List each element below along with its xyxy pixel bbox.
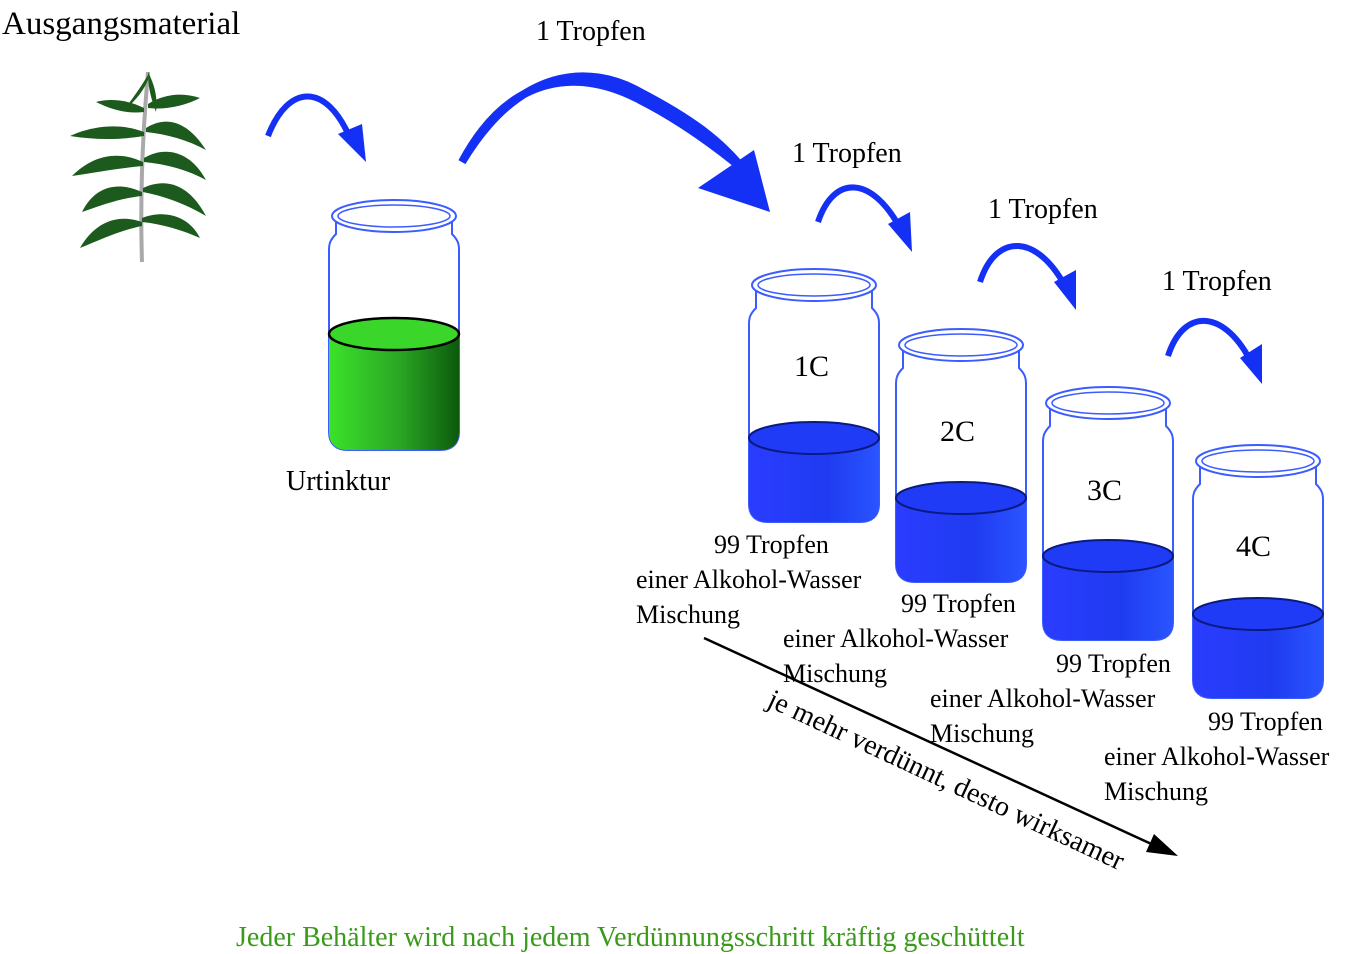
arrow-to-2c	[815, 184, 912, 252]
diagram-title: Ausgangsmaterial	[2, 6, 241, 42]
drop-label-1: 1 Tropfen	[536, 16, 646, 47]
arrow-to-1c	[458, 72, 770, 212]
arrow-to-urtinktur	[265, 93, 366, 162]
note-line: einer Alkohol-Wasser	[636, 565, 862, 594]
note-line: 99 Tropfen	[901, 589, 1016, 618]
dilution-note-1c: 99 Tropfen einer Alkohol-Wasser Mischung	[636, 527, 861, 632]
note-line: Mischung	[930, 719, 1034, 748]
jar-1c	[748, 268, 880, 523]
note-line: einer Alkohol-Wasser	[783, 624, 1009, 653]
note-line: einer Alkohol-Wasser	[1104, 742, 1330, 771]
note-line: 99 Tropfen	[1208, 707, 1323, 736]
jar-3c	[1042, 386, 1174, 641]
note-line: 99 Tropfen	[714, 530, 829, 559]
jar-label-2c: 2C	[940, 415, 976, 448]
note-line: einer Alkohol-Wasser	[930, 684, 1156, 713]
note-line: Mischung	[1104, 777, 1208, 806]
note-line: Mischung	[783, 659, 887, 688]
dilution-note-2c: 99 Tropfen einer Alkohol-Wasser Mischung	[783, 586, 1016, 691]
arrow-to-4c	[1165, 317, 1262, 384]
jar-label-3c: 3C	[1087, 474, 1123, 507]
trend-arrow	[703, 636, 1178, 856]
dilution-note-4c: 99 Tropfen einer Alkohol-Wasser Mischung	[1104, 704, 1329, 809]
urtinktur-jar	[327, 199, 461, 451]
jar-label-1c: 1C	[794, 350, 830, 383]
drop-label-2: 1 Tropfen	[792, 138, 902, 169]
jar-label-4c: 4C	[1236, 530, 1272, 563]
drop-label-4: 1 Tropfen	[1162, 266, 1272, 297]
jar-4c	[1192, 444, 1324, 699]
jar-2c	[895, 328, 1027, 583]
drop-label-3: 1 Tropfen	[988, 194, 1098, 225]
note-line: 99 Tropfen	[1056, 649, 1171, 678]
note-line: Mischung	[636, 600, 740, 629]
urtinktur-label: Urtinktur	[286, 466, 391, 497]
arrow-to-3c	[977, 243, 1076, 310]
dilution-note-3c: 99 Tropfen einer Alkohol-Wasser Mischung	[930, 646, 1171, 751]
plant-icon	[70, 71, 206, 263]
footer-note: Jeder Behälter wird nach jedem Verdünnun…	[236, 922, 1025, 953]
